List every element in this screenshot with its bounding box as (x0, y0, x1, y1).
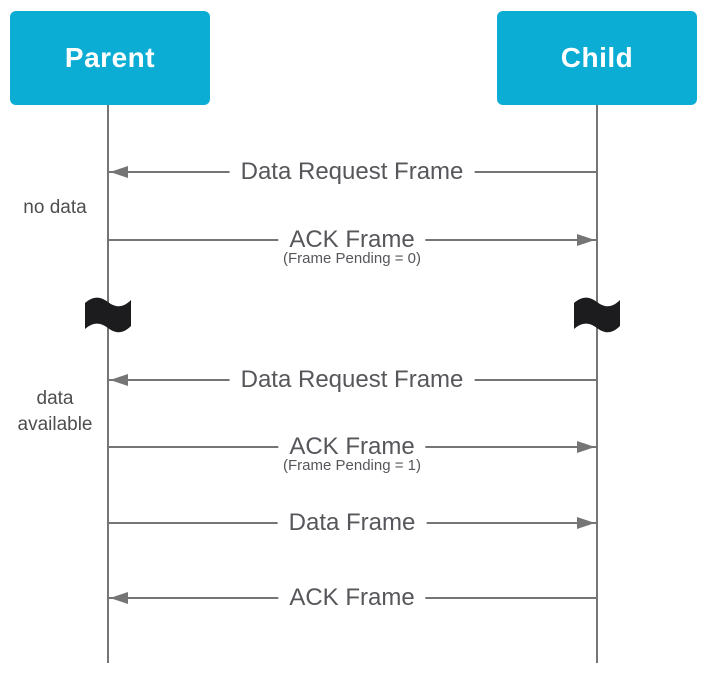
message-label: Data Request Frame (229, 157, 475, 187)
arrowhead-right-icon (577, 441, 595, 453)
side-note-data-available: data available (17, 388, 93, 435)
arrowhead-right-icon (577, 234, 595, 246)
wavy-flag-icon (574, 297, 620, 333)
arrowhead-left-icon (110, 374, 128, 386)
side-note-no-data: no data (23, 197, 87, 218)
message-label: Data Request Frame (229, 365, 475, 395)
child-lifeline (596, 105, 598, 663)
message-label: ACK Frame (278, 583, 426, 613)
arrowhead-left-icon (110, 166, 128, 178)
message-sublabel: (Frame Pending = 1) (283, 457, 421, 475)
arrowhead-left-icon (110, 592, 128, 604)
actor-box-parent: Parent (10, 11, 210, 105)
arrowhead-right-icon (577, 517, 595, 529)
message-label: Data Frame (277, 508, 427, 538)
wavy-flag-icon (85, 297, 131, 333)
actor-box-child: Child (497, 11, 697, 105)
parent-lifeline (107, 105, 109, 663)
message-sublabel: (Frame Pending = 0) (283, 250, 421, 268)
